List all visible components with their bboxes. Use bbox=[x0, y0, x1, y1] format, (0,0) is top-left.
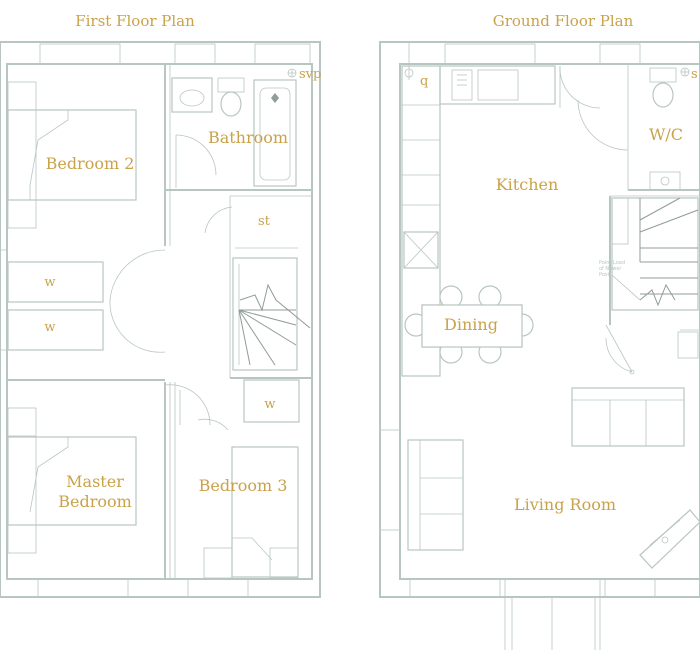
room-label-kitchen: Kitchen bbox=[495, 175, 559, 194]
first-floor-doors bbox=[109, 134, 233, 431]
room-label-wardrobe-2: w bbox=[44, 320, 56, 335]
bedroom-3-bed bbox=[203, 446, 299, 579]
room-label-master-line1: Master bbox=[66, 472, 124, 491]
svp-label-ground: s bbox=[691, 67, 698, 82]
wc-fixtures bbox=[649, 67, 690, 191]
ground-floor-doors bbox=[559, 65, 635, 375]
bedroom-2-bed bbox=[7, 81, 137, 229]
room-label-wardrobe-1: w bbox=[44, 275, 56, 290]
room-label-master-line2: Bedroom bbox=[58, 492, 132, 511]
room-label-living: Living Room bbox=[513, 495, 617, 514]
master-bed bbox=[7, 407, 137, 554]
ground-floor-walls bbox=[379, 41, 700, 650]
first-floor-title: First Floor Plan bbox=[75, 12, 195, 30]
room-label-bedroom-2: Bedroom 2 bbox=[45, 154, 135, 173]
first-floor-stairs bbox=[232, 257, 311, 371]
room-label-wardrobe-3: w bbox=[264, 397, 276, 412]
q-label: q bbox=[420, 74, 429, 89]
dining-table-set bbox=[404, 285, 534, 364]
room-label-bedroom-3: Bedroom 3 bbox=[198, 476, 288, 495]
living-furniture bbox=[407, 387, 700, 569]
first-floor-walls bbox=[0, 41, 321, 598]
ground-floor-title: Ground Floor Plan bbox=[492, 12, 634, 30]
first-floor-wardrobes bbox=[7, 261, 300, 423]
room-label-dining: Dining bbox=[444, 315, 498, 334]
bathroom-fixtures bbox=[171, 68, 297, 187]
room-label-bathroom: Bathroom bbox=[207, 128, 289, 147]
newel-post-note: Point Load of Newel Post bbox=[599, 260, 625, 278]
svp-label: svp bbox=[299, 67, 322, 82]
kitchen-units bbox=[401, 42, 556, 377]
room-label-store: st bbox=[258, 214, 270, 229]
room-label-wc: W/C bbox=[648, 125, 684, 144]
ground-floor-stairs bbox=[611, 197, 699, 311]
